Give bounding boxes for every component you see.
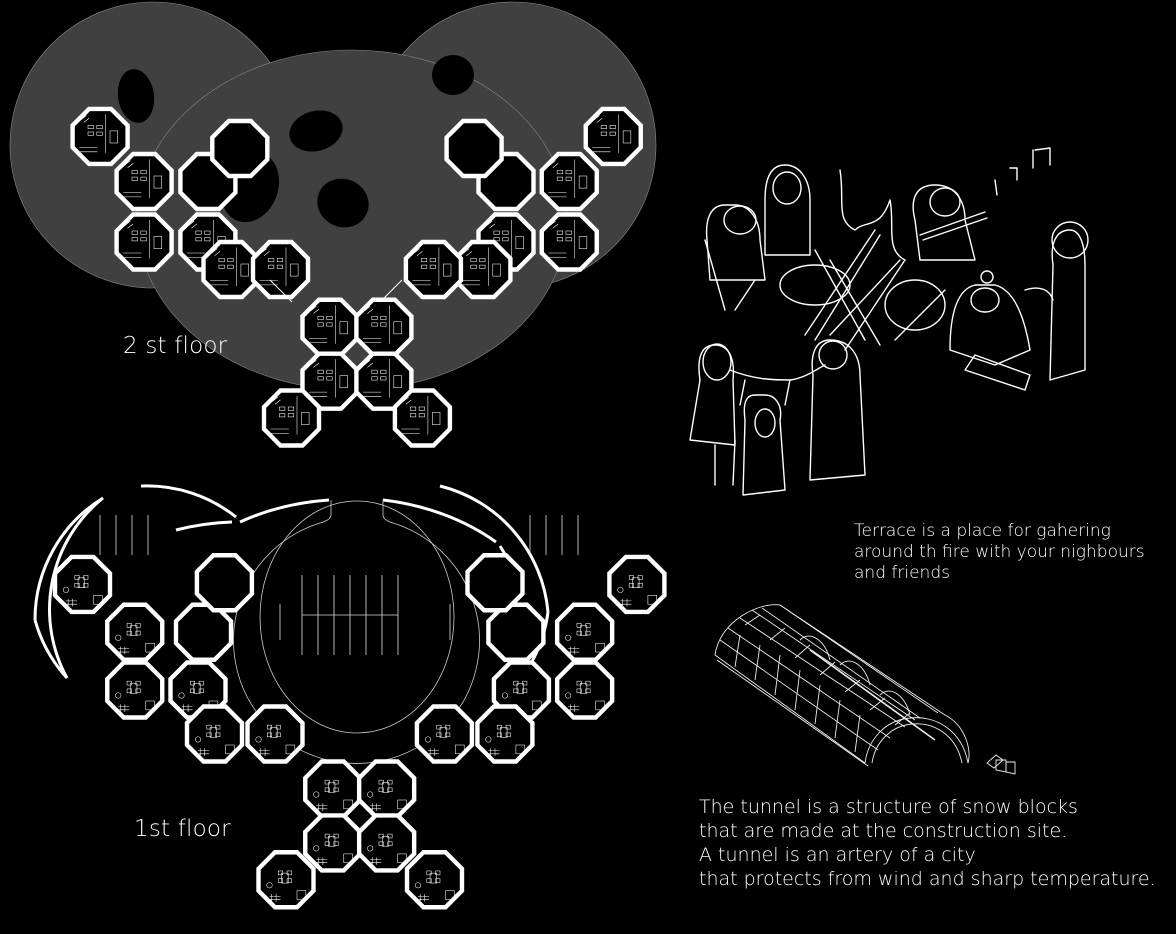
- snow-block-tunnel-sketch-icon: [714, 604, 1016, 775]
- terrace-caption-line: Terrace is a place for gahering: [854, 521, 1111, 541]
- terrace-caption-line: around th fire with your nighbours: [854, 542, 1145, 562]
- first-floor-drawing: [33, 484, 680, 934]
- first-floor-plan: 1st floor: [0, 470, 680, 934]
- terrace-caption: Terrace is a place for gahering around t…: [854, 521, 1145, 584]
- campfire-people-sketch-icon: [689, 147, 1089, 496]
- tunnel-caption-line: that protects from wind and sharp temper…: [699, 868, 1156, 890]
- tunnel-caption-line: The tunnel is a structure of snow blocks: [699, 796, 1078, 818]
- terrace-sketch: [665, 140, 1105, 510]
- second-floor-label: 2 st floor: [123, 333, 228, 359]
- tunnel-caption-line: A tunnel is an artery of a city: [699, 844, 976, 866]
- second-floor-drawing: [9, 1, 657, 460]
- tunnel-caption-line: that are made at the construction site.: [699, 820, 1068, 842]
- second-floor-plan: 2 st floor: [0, 0, 660, 460]
- first-floor-label: 1st floor: [134, 816, 231, 842]
- tunnel-caption: The tunnel is a structure of snow blocks…: [699, 795, 1156, 891]
- tunnel-sketch: [700, 600, 1040, 780]
- terrace-caption-line: and friends: [854, 563, 950, 583]
